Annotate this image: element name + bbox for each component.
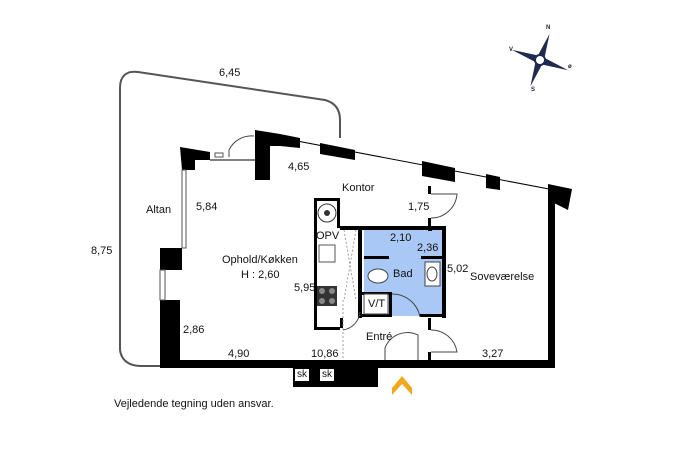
- label-vt: V/T: [368, 298, 386, 310]
- dim-balcony-top: 6,45: [219, 67, 241, 79]
- dim-living-side: 5,84: [196, 201, 218, 213]
- kitchen-fixtures: [317, 203, 337, 306]
- entry-arrow-icon: [392, 376, 412, 395]
- dim-kitchen: 5,95: [294, 282, 316, 294]
- room-kontor: Kontor: [342, 182, 375, 194]
- dim-kontor: 1,75: [408, 201, 430, 213]
- storage-sk-2: sk: [320, 369, 334, 381]
- balcony-railing: [119, 70, 341, 367]
- dim-bath-depth: 2,36: [417, 242, 439, 254]
- dim-bath-width: 2,10: [390, 232, 412, 244]
- walls: [160, 130, 572, 387]
- dim-bedroom-depth: 5,02: [447, 263, 469, 275]
- room-ophold: Ophold/Køkken: [222, 254, 298, 266]
- ceiling-height: H : 2,60: [241, 269, 280, 281]
- compass-n: N: [546, 25, 551, 31]
- disclaimer: Vejledende tegning uden ansvar.: [114, 398, 274, 410]
- dim-wall-top: 4,65: [288, 161, 310, 173]
- compass-o: ø: [568, 64, 572, 70]
- doors: [228, 135, 458, 360]
- bath-fixtures: [363, 261, 441, 315]
- compass-s: S: [531, 87, 536, 93]
- room-entre: Entré: [366, 331, 393, 343]
- dim-balcony-side: 8,75: [91, 245, 113, 257]
- room-bad: Bad: [393, 268, 413, 280]
- dim-lower-side: 2,86: [183, 324, 205, 336]
- storage-sk-1: sk: [295, 369, 309, 381]
- compass-rose-icon: [511, 33, 569, 87]
- label-opv: OPV: [316, 230, 340, 242]
- wardrobe: [342, 229, 357, 360]
- room-sovevaerelse: Soveværelse: [470, 271, 535, 283]
- dim-living-width: 4,90: [228, 348, 250, 360]
- dim-bedroom-width: 3,27: [482, 348, 504, 360]
- windows: [159, 152, 224, 301]
- dim-total-width: 10,86: [311, 348, 339, 360]
- room-altan: Altan: [146, 204, 172, 216]
- compass-v: V: [509, 47, 514, 53]
